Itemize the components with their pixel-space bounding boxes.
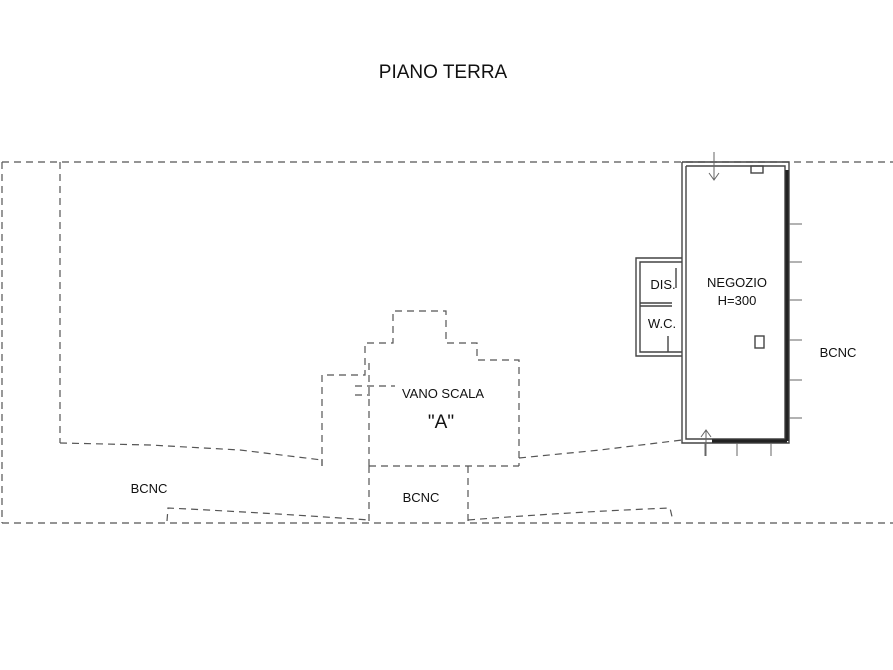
lower-curve	[166, 439, 683, 522]
building-outline	[59, 162, 323, 466]
bcnc-label-center: BCNC	[403, 490, 440, 505]
service-annex	[635, 257, 682, 357]
shop	[681, 161, 802, 456]
negozio-label: NEGOZIO	[707, 275, 767, 290]
vano-scala-label: VANO SCALA	[402, 386, 484, 401]
plan-title: PIANO TERRA	[379, 62, 508, 83]
central-passage	[368, 466, 469, 523]
bcnc-label-right: BCNC	[820, 345, 857, 360]
dis-label: DIS.	[650, 277, 675, 292]
arrow-down-icon	[708, 152, 720, 181]
lot-boundary	[1, 161, 893, 524]
stairwell-outline	[321, 310, 520, 467]
wc-label: W.C.	[648, 316, 676, 331]
arrow-up-icon	[700, 429, 712, 456]
bcnc-label-left: BCNC	[131, 481, 168, 496]
negozio-height-label: H=300	[718, 293, 757, 308]
vano-scala-letter: "A"	[428, 412, 454, 433]
